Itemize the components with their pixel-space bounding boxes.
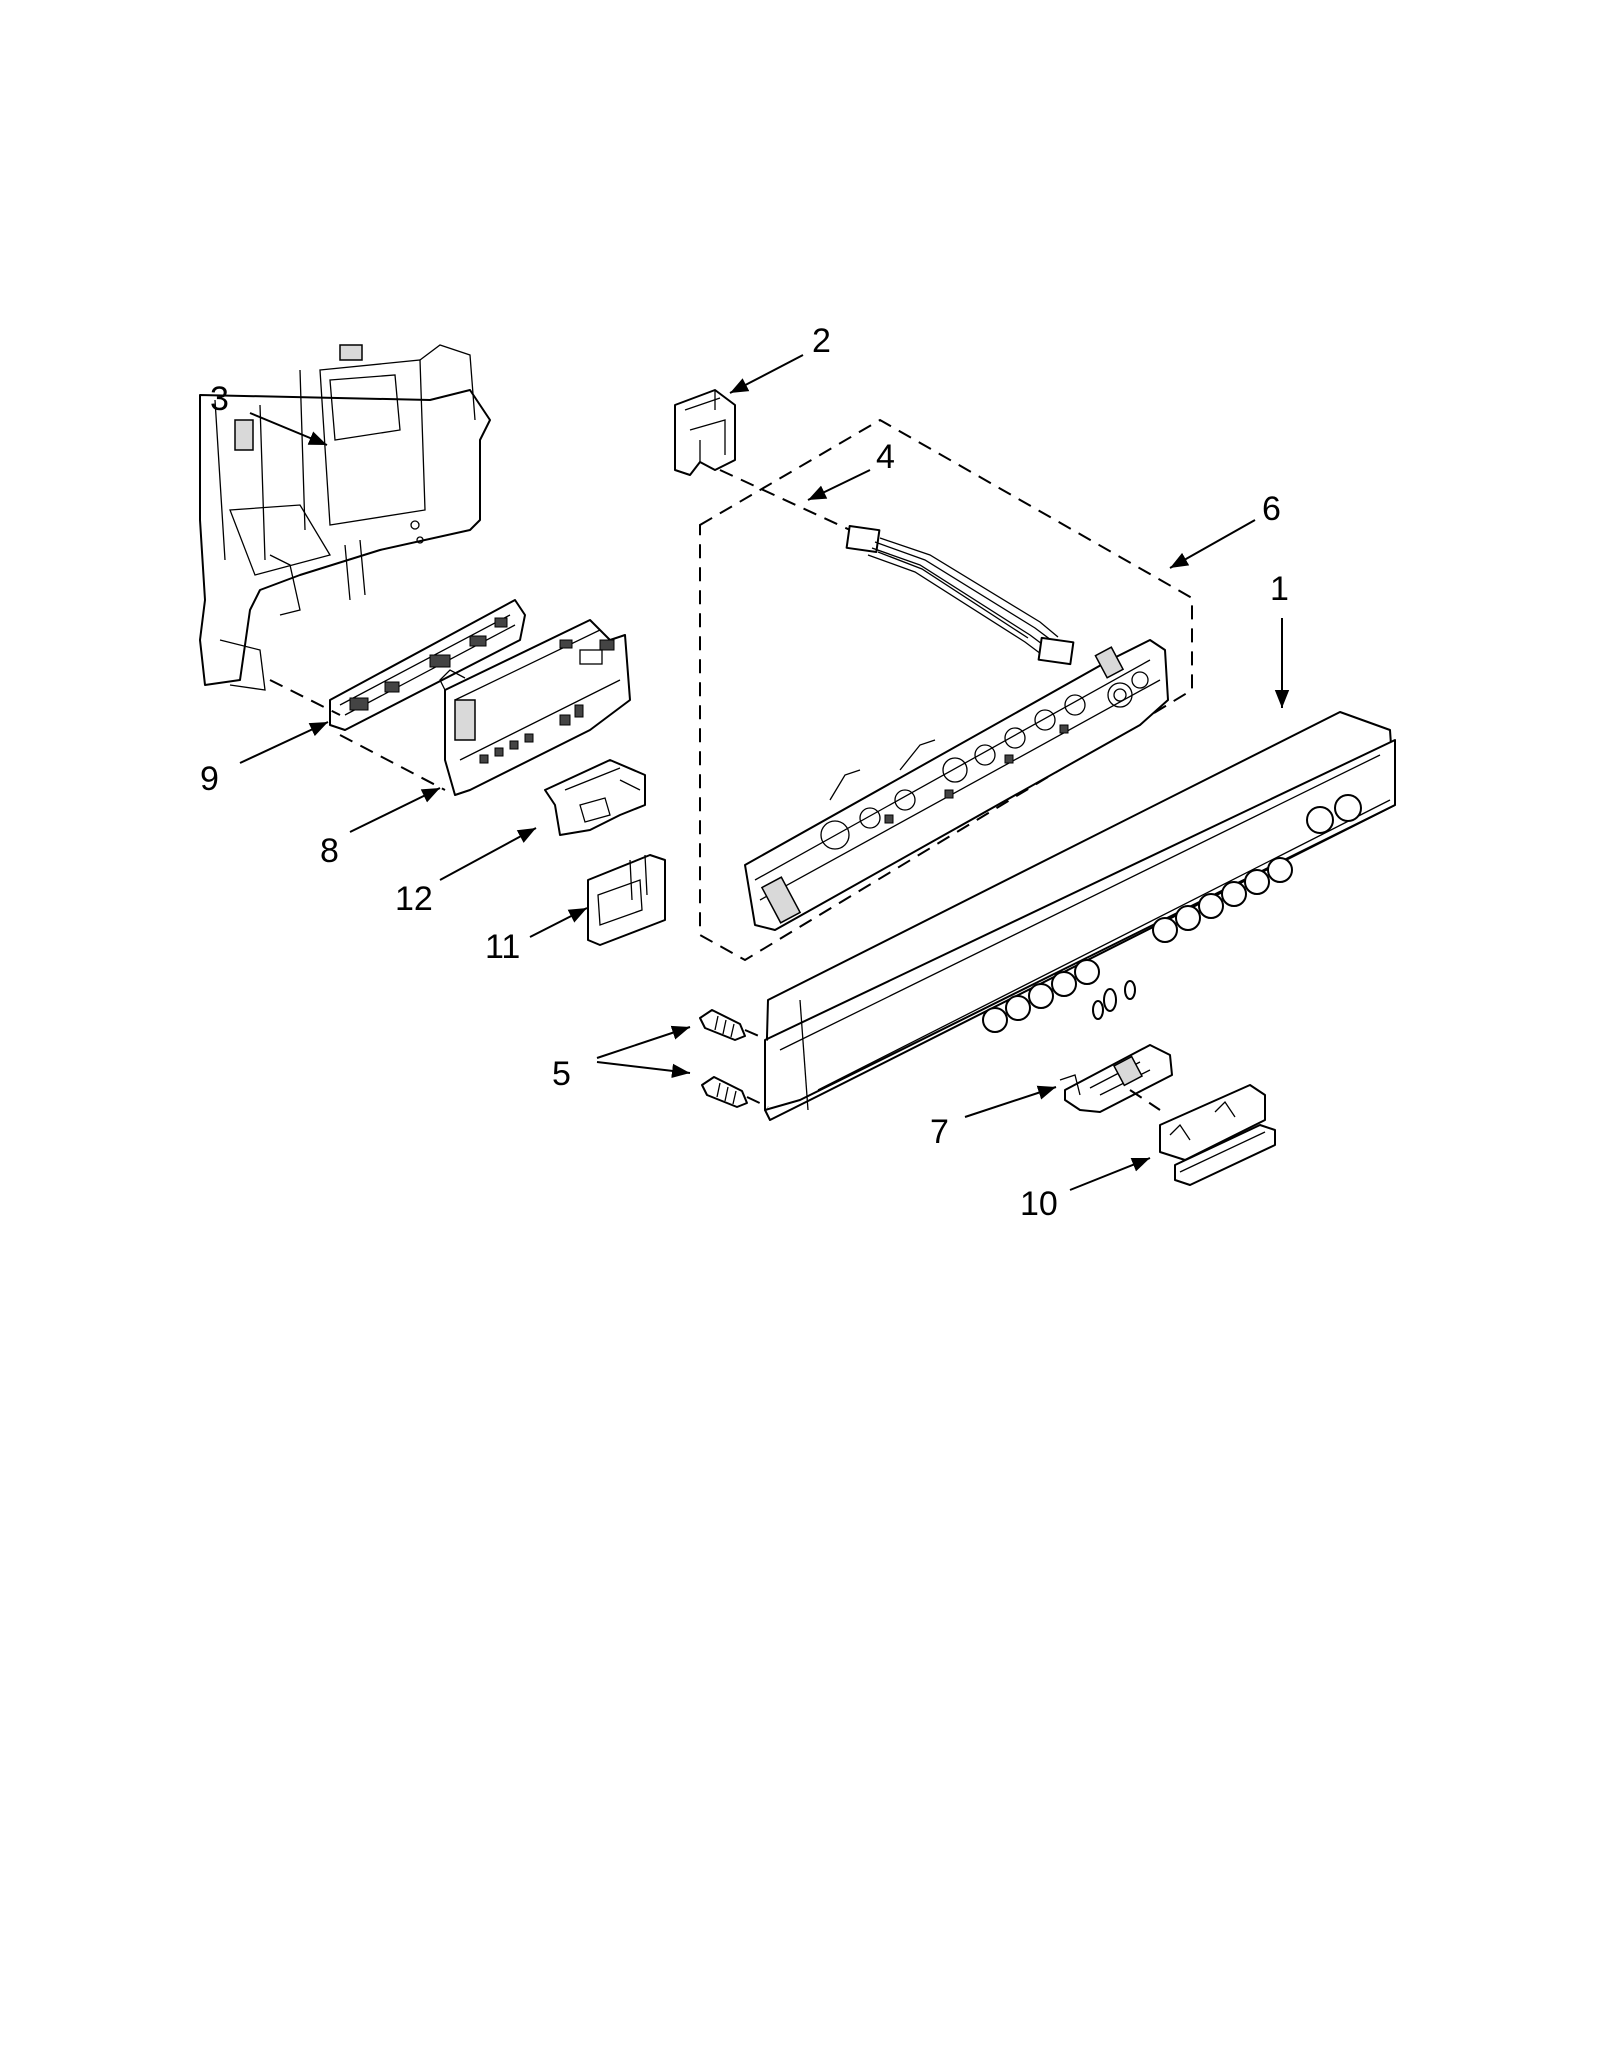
callout-6: 6 xyxy=(1262,490,1281,528)
callout-2: 2 xyxy=(812,322,831,360)
callout-1: 1 xyxy=(1270,570,1289,608)
part-5-screws xyxy=(699,1009,769,1108)
part-6-interface-board xyxy=(744,639,1169,931)
part-2-end-cap xyxy=(674,389,736,476)
part-7-switch-latch xyxy=(1059,1044,1173,1113)
part-12-board-cover xyxy=(544,759,646,836)
assembly-dash-lines-left xyxy=(269,679,446,791)
callout-10: 10 xyxy=(1020,1185,1058,1223)
callout-11: 11 xyxy=(485,928,520,966)
part-4-wire-harness xyxy=(845,525,1075,666)
part-6-interface-assembly xyxy=(699,418,1193,962)
callout-3: 3 xyxy=(210,380,229,418)
leader-arrows xyxy=(239,354,1290,1191)
callout-7: 7 xyxy=(930,1113,949,1151)
part-8-control-board xyxy=(439,619,631,796)
callout-8: 8 xyxy=(320,832,339,870)
part-3-mounting-bracket xyxy=(199,344,491,691)
part-11-label-plate xyxy=(587,854,666,946)
part-9-circuit-board xyxy=(329,599,526,731)
part-10-latch-cover xyxy=(1129,1084,1276,1186)
callout-9: 9 xyxy=(200,760,219,798)
part-1-console-panel xyxy=(764,711,1396,1121)
callout-4: 4 xyxy=(876,438,895,476)
callout-5: 5 xyxy=(552,1055,571,1093)
callout-12: 12 xyxy=(395,880,433,918)
